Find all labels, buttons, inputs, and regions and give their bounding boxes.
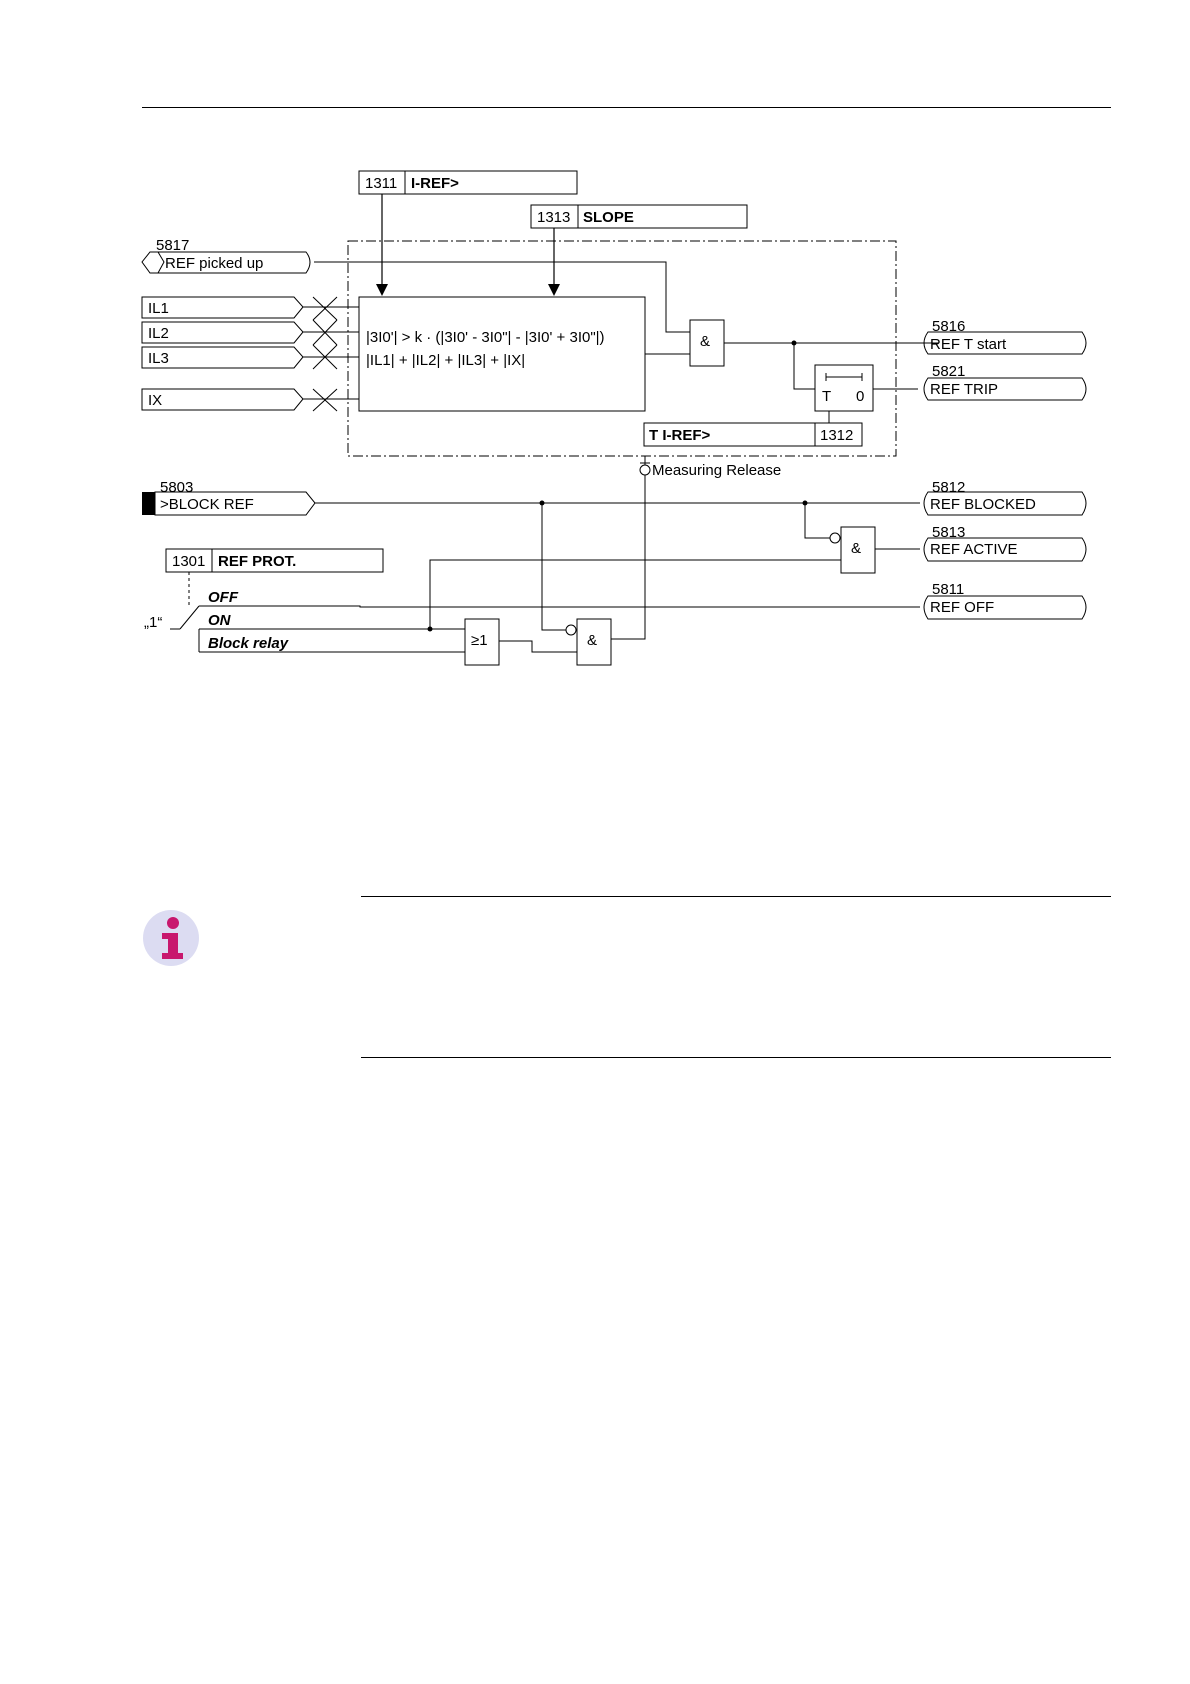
svg-text:|3I0'| > k · (|3I0' - 3I0"| -: |3I0'| > k · (|3I0' - 3I0"| - |3I0' + 3I… xyxy=(366,329,605,346)
input-il3: IL3 xyxy=(141,346,304,369)
iref-arrowhead xyxy=(376,284,388,296)
svg-text:T I-REF>: T I-REF> xyxy=(649,427,710,444)
wire-block-and3 xyxy=(804,503,830,539)
svg-text:REF T start: REF T start xyxy=(930,336,1007,353)
svg-text:1312: 1312 xyxy=(820,427,853,444)
svg-text:1301: 1301 xyxy=(172,553,205,570)
svg-text:REF PROT.: REF PROT. xyxy=(218,553,296,570)
svg-text:5821: 5821 xyxy=(932,363,965,380)
ref-logic-diagram: 1311 I-REF> 1313 SLOPE 5817 REF picked u… xyxy=(141,170,1087,666)
svg-text:IL1: IL1 xyxy=(148,300,169,317)
svg-text:IL3: IL3 xyxy=(148,350,169,367)
info-icon xyxy=(143,910,199,966)
wire-or-and2 xyxy=(499,640,577,653)
output-ref-trip: 5821 REF TRIP xyxy=(923,363,1087,401)
mode-switch: „1“ OFF ON Block relay xyxy=(144,589,920,653)
output-ref-blocked: 5812 REF BLOCKED xyxy=(923,479,1087,516)
input-il2: IL2 xyxy=(141,321,304,344)
output-ref-off: 5811 REF OFF xyxy=(923,581,1087,620)
svg-text:REF ACTIVE: REF ACTIVE xyxy=(930,541,1018,558)
svg-text:5811: 5811 xyxy=(932,581,964,598)
svg-text:5812: 5812 xyxy=(932,479,965,496)
svg-text:>BLOCK REF: >BLOCK REF xyxy=(160,496,254,513)
and-gate-pickup: & xyxy=(689,319,725,367)
svg-text:REF TRIP: REF TRIP xyxy=(930,381,998,398)
svg-text:1313: 1313 xyxy=(537,209,570,226)
and-gate-active: & xyxy=(829,526,876,574)
wire-block-and2 xyxy=(541,503,566,631)
svg-text:IL2: IL2 xyxy=(148,325,169,342)
input-ix: IX xyxy=(141,388,304,411)
svg-text:≥1: ≥1 xyxy=(471,632,488,649)
svg-text:OFF: OFF xyxy=(208,589,239,606)
slope-arrowhead xyxy=(548,284,560,296)
wire-to-timer xyxy=(793,343,815,390)
svg-text:IX: IX xyxy=(148,392,162,409)
setting-iref[interactable]: 1311 I-REF> xyxy=(358,170,578,195)
svg-text:REF OFF: REF OFF xyxy=(930,599,994,616)
svg-text:„1“: „1“ xyxy=(144,614,162,631)
or-gate: ≥1 xyxy=(464,618,500,666)
note-rule-bottom xyxy=(361,1057,1111,1058)
output-ref-active: 5813 REF ACTIVE xyxy=(923,524,1087,562)
ref-measurement-block: |3I0'| > k · (|3I0' - 3I0"| - |3I0' + 3I… xyxy=(358,296,646,412)
svg-text:0: 0 xyxy=(856,388,864,405)
junction-dot xyxy=(427,626,433,632)
input-block-ref: 5803 >BLOCK REF xyxy=(142,479,316,516)
svg-text:Block relay: Block relay xyxy=(208,635,289,652)
svg-text:SLOPE: SLOPE xyxy=(583,209,634,226)
timer-tiref: T 0 xyxy=(814,364,874,412)
wire-pickedup-and xyxy=(314,261,690,333)
setting-refprot[interactable]: 1301 REF PROT. xyxy=(165,548,384,573)
setting-tiref[interactable]: T I-REF> 1312 xyxy=(643,422,863,447)
svg-text:&: & xyxy=(700,333,710,350)
svg-text:REF picked up: REF picked up xyxy=(165,255,263,272)
and-gate-release: & xyxy=(565,618,612,666)
svg-text:|IL1| + |IL2| + |IL3| + |IX|: |IL1| + |IL2| + |IL3| + |IX| xyxy=(366,352,525,369)
svg-text:REF BLOCKED: REF BLOCKED xyxy=(930,496,1036,513)
wire-on-active xyxy=(429,559,841,629)
svg-text:&: & xyxy=(587,632,597,649)
output-ref-t-start: 5816 REF T start xyxy=(923,318,1087,355)
input-ref-picked-up: 5817 REF picked up xyxy=(141,237,311,274)
setting-slope[interactable]: 1313 SLOPE xyxy=(530,204,748,229)
measuring-frame xyxy=(347,240,897,457)
svg-text:&: & xyxy=(851,540,861,557)
svg-text:5803: 5803 xyxy=(160,479,193,496)
page-header-rule xyxy=(142,107,1111,108)
note-rule-top xyxy=(361,896,1111,897)
svg-text:I-REF>: I-REF> xyxy=(411,175,459,192)
svg-text:5817: 5817 xyxy=(156,237,189,254)
measuring-release-label: Measuring Release xyxy=(652,462,781,479)
input-il1: IL1 xyxy=(141,296,304,319)
wire-release-and xyxy=(623,475,646,640)
svg-text:5816: 5816 xyxy=(932,318,965,335)
svg-text:ON: ON xyxy=(208,612,232,629)
svg-text:5813: 5813 xyxy=(932,524,965,541)
svg-text:1311: 1311 xyxy=(365,175,397,192)
measuring-release-negation xyxy=(639,464,651,476)
input-wires xyxy=(303,296,359,412)
svg-text:T: T xyxy=(822,388,831,405)
